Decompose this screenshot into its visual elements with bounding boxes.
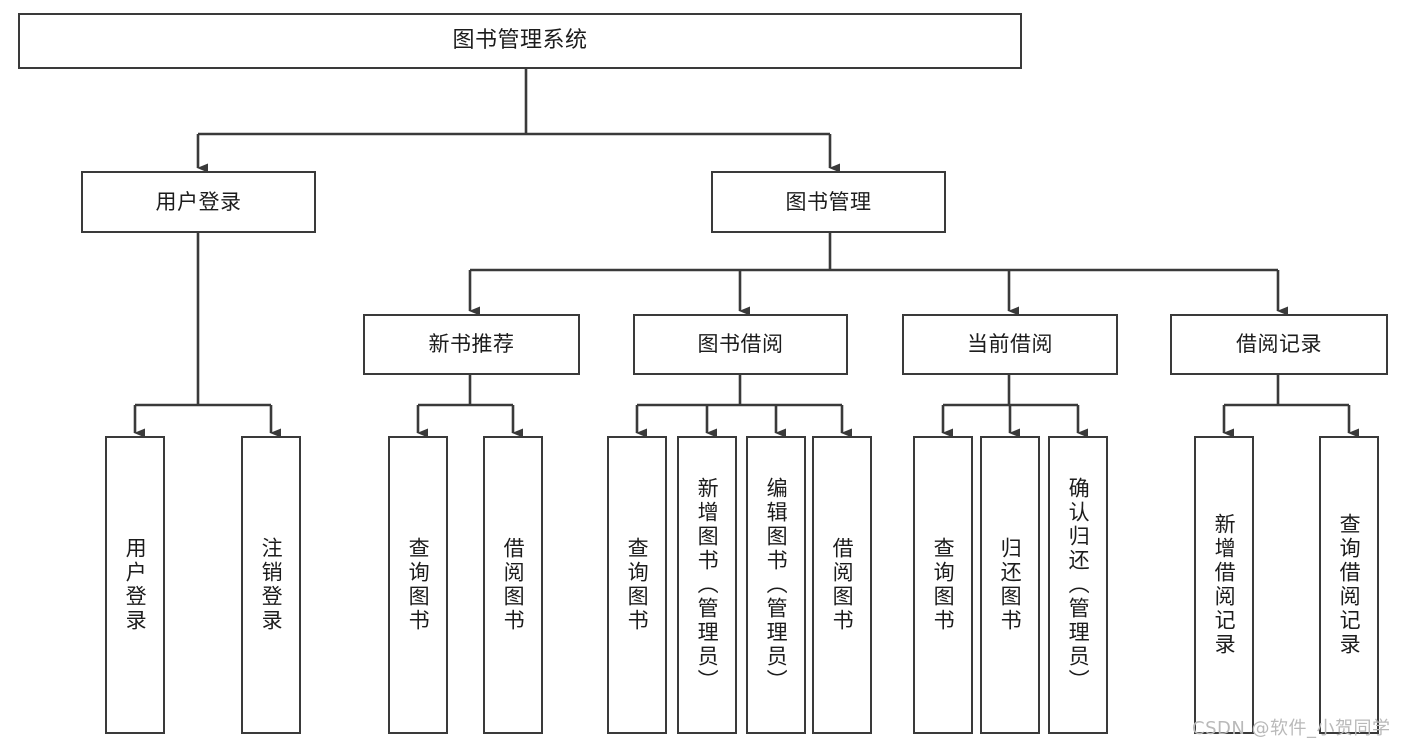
node-new-book-recommend[interactable]: 新书推荐 — [363, 314, 580, 375]
node-leaf-query-book-1[interactable]: 查询图书 — [388, 436, 448, 734]
node-book-manage[interactable]: 图书管理 — [711, 171, 946, 233]
node-leaf-borrow-book-1-label: 借阅图书 — [501, 537, 526, 633]
node-new-book-recommend-label: 新书推荐 — [428, 332, 515, 357]
node-leaf-query-record-label: 查询借阅记录 — [1337, 513, 1362, 657]
node-root[interactable]: 图书管理系统 — [18, 13, 1022, 69]
node-user-login-label: 用户登录 — [155, 189, 242, 214]
node-user-login[interactable]: 用户登录 — [81, 171, 316, 233]
node-leaf-edit-book-label: 编辑图书（管理员） — [764, 477, 789, 693]
node-leaf-confirm-return[interactable]: 确认归还（管理员） — [1048, 436, 1108, 734]
node-leaf-user-logout-label: 注销登录 — [259, 537, 284, 633]
node-book-borrow[interactable]: 图书借阅 — [633, 314, 848, 375]
node-current-borrow-label: 当前借阅 — [967, 332, 1053, 357]
node-leaf-edit-book[interactable]: 编辑图书（管理员） — [746, 436, 806, 734]
node-leaf-query-book-3[interactable]: 查询图书 — [913, 436, 973, 734]
node-leaf-user-login-label: 用户登录 — [123, 537, 148, 633]
node-leaf-user-logout[interactable]: 注销登录 — [241, 436, 301, 734]
node-leaf-borrow-book-2-label: 借阅图书 — [830, 537, 855, 633]
node-leaf-add-record-label: 新增借阅记录 — [1212, 513, 1237, 657]
node-borrow-record-label: 借阅记录 — [1236, 332, 1322, 357]
node-leaf-query-book-3-label: 查询图书 — [931, 537, 956, 633]
node-leaf-query-book-2[interactable]: 查询图书 — [607, 436, 667, 734]
node-leaf-query-book-1-label: 查询图书 — [406, 537, 431, 633]
node-leaf-query-record[interactable]: 查询借阅记录 — [1319, 436, 1379, 734]
node-book-manage-label: 图书管理 — [785, 189, 872, 214]
node-leaf-confirm-return-label: 确认归还（管理员） — [1066, 477, 1091, 693]
node-leaf-add-book[interactable]: 新增图书（管理员） — [677, 436, 737, 734]
node-leaf-query-book-2-label: 查询图书 — [625, 537, 650, 633]
node-leaf-return-book[interactable]: 归还图书 — [980, 436, 1040, 734]
csdn-watermark: CSDN @软件_小贺同学 — [1192, 718, 1391, 739]
node-leaf-borrow-book-2[interactable]: 借阅图书 — [812, 436, 872, 734]
node-leaf-add-book-label: 新增图书（管理员） — [695, 477, 720, 693]
node-leaf-user-login[interactable]: 用户登录 — [105, 436, 165, 734]
node-leaf-return-book-label: 归还图书 — [998, 537, 1023, 633]
node-leaf-borrow-book-1[interactable]: 借阅图书 — [483, 436, 543, 734]
node-root-label: 图书管理系统 — [452, 28, 588, 54]
node-current-borrow[interactable]: 当前借阅 — [902, 314, 1118, 375]
node-leaf-add-record[interactable]: 新增借阅记录 — [1194, 436, 1254, 734]
node-borrow-record[interactable]: 借阅记录 — [1170, 314, 1388, 375]
node-book-borrow-label: 图书借阅 — [697, 332, 784, 357]
